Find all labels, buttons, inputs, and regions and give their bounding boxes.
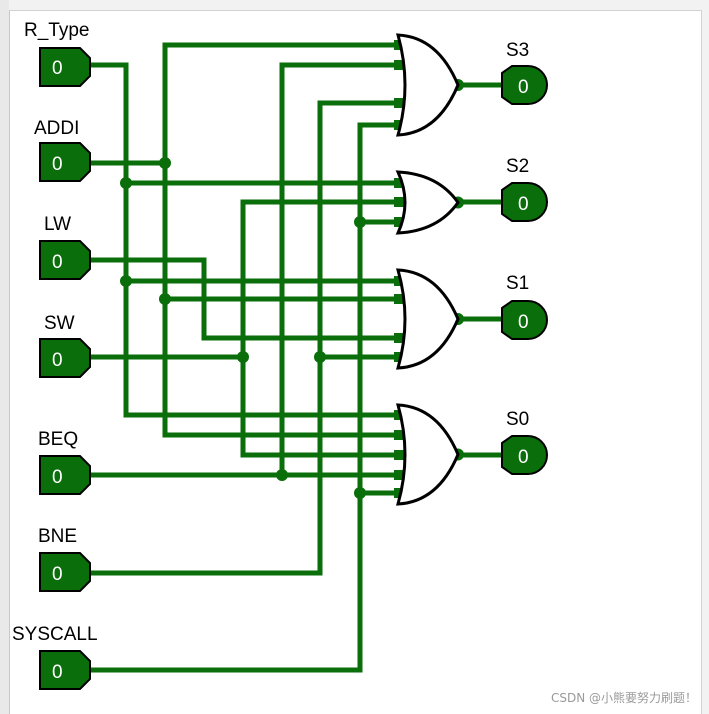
output-pin-body[interactable]	[501, 435, 548, 475]
watermark: CSDN @小熊要努力刷题！	[550, 691, 697, 705]
wire	[87, 62, 401, 418]
wire-junction	[237, 351, 249, 363]
window-frame-right	[701, 10, 709, 714]
input-pin-body[interactable]	[39, 552, 91, 592]
input-pin-body[interactable]	[39, 240, 91, 280]
input-pin-bne[interactable]: BNE 0	[38, 526, 91, 592]
wire-junction	[120, 177, 132, 189]
input-value-lw: 0	[52, 252, 63, 273]
input-pin-body[interactable]	[39, 338, 91, 378]
or-gate-s3[interactable]	[395, 33, 460, 137]
output-value-s0: 0	[518, 447, 529, 468]
input-value-bne: 0	[52, 564, 63, 585]
window-frame-top	[9, 0, 709, 11]
wire-junction	[314, 351, 326, 363]
output-value-s1: 0	[518, 312, 529, 333]
output-value-s2: 0	[518, 194, 529, 215]
output-pin-s2[interactable]: S2 0	[501, 156, 548, 222]
gate-input-stub	[394, 197, 404, 207]
gate-input-stub	[394, 276, 404, 286]
input-label-bne: BNE	[38, 526, 77, 547]
input-value-beq: 0	[52, 467, 63, 488]
output-label-s2: S2	[506, 156, 529, 177]
output-label-s0: S0	[506, 409, 529, 430]
or-gates	[395, 33, 460, 506]
input-value-sw: 0	[52, 350, 63, 371]
input-label-lw: LW	[44, 214, 71, 235]
wire	[87, 122, 363, 673]
or-gate-s2[interactable]	[395, 170, 460, 235]
wire-junction	[354, 487, 366, 499]
gate-input-stub	[394, 450, 404, 460]
output-value-s3: 0	[518, 77, 529, 98]
output-pin-body[interactable]	[501, 300, 548, 340]
output-pin-s1[interactable]: S1 0	[501, 273, 548, 340]
or-gate-s0[interactable]	[395, 403, 460, 506]
gate-input-stub	[394, 98, 404, 108]
input-label-sw: SW	[44, 313, 75, 334]
gate-input-stub	[394, 178, 404, 188]
wire	[87, 100, 323, 576]
input-pin-addi[interactable]: ADDI 0	[34, 118, 91, 182]
wire-junction	[159, 157, 171, 169]
input-pin-body[interactable]	[39, 455, 91, 495]
output-pin-s3[interactable]: S3 0	[501, 40, 548, 105]
input-pin-beq[interactable]: BEQ 0	[38, 429, 91, 495]
gate-input-stub	[394, 470, 404, 480]
gate-input-stub	[394, 352, 404, 362]
input-value-syscall: 0	[52, 662, 63, 683]
input-pin-r-type[interactable]: R_Type 0	[24, 20, 91, 87]
wire-junction	[354, 216, 366, 228]
gate-input-stub	[394, 60, 404, 70]
window-frame-left	[0, 0, 10, 714]
input-pin-body[interactable]	[39, 650, 91, 690]
input-label-syscall: SYSCALL	[12, 624, 98, 645]
input-pin-lw[interactable]: LW 0	[39, 214, 91, 280]
or-gate-s1[interactable]	[395, 268, 460, 370]
input-pin-body[interactable]	[39, 142, 91, 182]
gate-input-stub	[394, 430, 404, 440]
wire	[87, 257, 207, 341]
wire-junction	[159, 293, 171, 305]
gate-input-stub	[394, 333, 404, 343]
wire-junction	[276, 469, 288, 481]
gate-input-stub	[394, 294, 404, 304]
input-value-addi: 0	[52, 154, 63, 175]
input-pin-sw[interactable]: SW 0	[39, 313, 91, 378]
output-label-s3: S3	[506, 40, 529, 61]
output-pins: S3 0 S2 0 S1 0 S0 0	[501, 40, 548, 475]
input-pin-syscall[interactable]: SYSCALL 0	[12, 624, 98, 690]
input-label-r-type: R_Type	[24, 20, 89, 41]
input-label-beq: BEQ	[38, 429, 78, 450]
output-label-s1: S1	[506, 273, 529, 294]
wire-junction	[120, 275, 132, 287]
output-pin-body[interactable]	[501, 65, 548, 105]
gate-input-stub	[394, 410, 404, 420]
input-pin-body[interactable]	[39, 47, 91, 87]
input-value-r-type: 0	[52, 58, 63, 79]
input-label-addi: ADDI	[34, 118, 79, 139]
wires	[87, 42, 505, 673]
input-pins: R_Type 0 ADDI 0 LW 0 SW 0 BEQ 0 BNE 0	[12, 20, 98, 690]
output-pin-s0[interactable]: S0 0	[501, 409, 548, 475]
output-pin-body[interactable]	[501, 182, 548, 222]
gate-input-stub	[394, 488, 404, 498]
gate-input-stub	[394, 217, 404, 227]
